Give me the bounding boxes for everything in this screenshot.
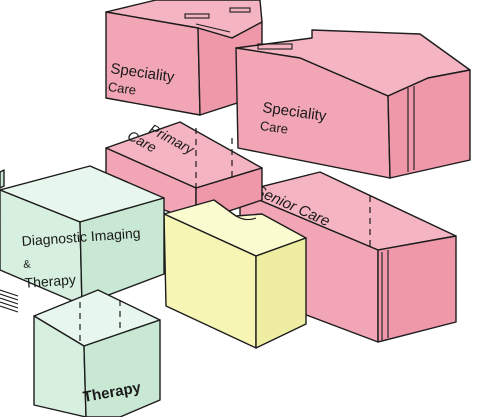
diagnostic-stair-edge: [0, 169, 5, 189]
speciality-care-front-block: Speciality Care: [235, 29, 471, 179]
yellow-side: [255, 237, 307, 349]
therapy-front: [33, 315, 87, 417]
unlabeled-yellow-block: [163, 199, 307, 349]
speciality-care-back-block: Speciality Care: [105, 0, 263, 116]
therapy-side: [83, 319, 161, 417]
senior-side: [377, 235, 457, 343]
diagnostic-imaging-block: Diagnostic Imaging & Therapy: [0, 165, 165, 313]
diagnostic-vent: [0, 289, 19, 313]
therapy-block: Therapy: [33, 289, 161, 417]
diagnostic-side: [79, 197, 165, 306]
